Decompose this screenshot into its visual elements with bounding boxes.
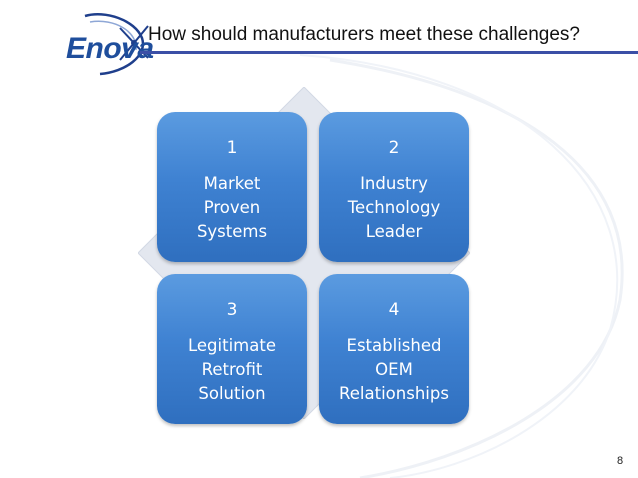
tile-label: Industry Technology Leader xyxy=(347,174,441,241)
tile-2-industry-technology-leader: 2 Industry Technology Leader xyxy=(319,112,469,262)
tile-number: 1 xyxy=(226,138,238,158)
logo-wordmark: Enova xyxy=(66,32,154,65)
tile-4-established-oem-relationships: 4 Established OEM Relationships xyxy=(319,274,469,424)
tile-label: Established OEM Relationships xyxy=(339,336,449,403)
tile-label: Legitimate Retrofit Solution xyxy=(188,336,276,403)
tile-number: 3 xyxy=(226,300,238,320)
tile-number: 4 xyxy=(388,300,400,320)
tile-number: 2 xyxy=(388,138,400,158)
tile-label: Market Proven Systems xyxy=(196,174,268,241)
enova-logo: Enova xyxy=(30,8,160,78)
tile-1-market-proven-systems: 1 Market Proven Systems xyxy=(157,112,307,262)
title-underline xyxy=(140,51,638,54)
logo-orbit-icon xyxy=(84,13,149,76)
page-number: 8 xyxy=(617,455,624,467)
tile-3-legitimate-retrofit-solution: 3 Legitimate Retrofit Solution xyxy=(157,274,307,424)
slide-title: How should manufacturers meet these chal… xyxy=(148,24,580,45)
